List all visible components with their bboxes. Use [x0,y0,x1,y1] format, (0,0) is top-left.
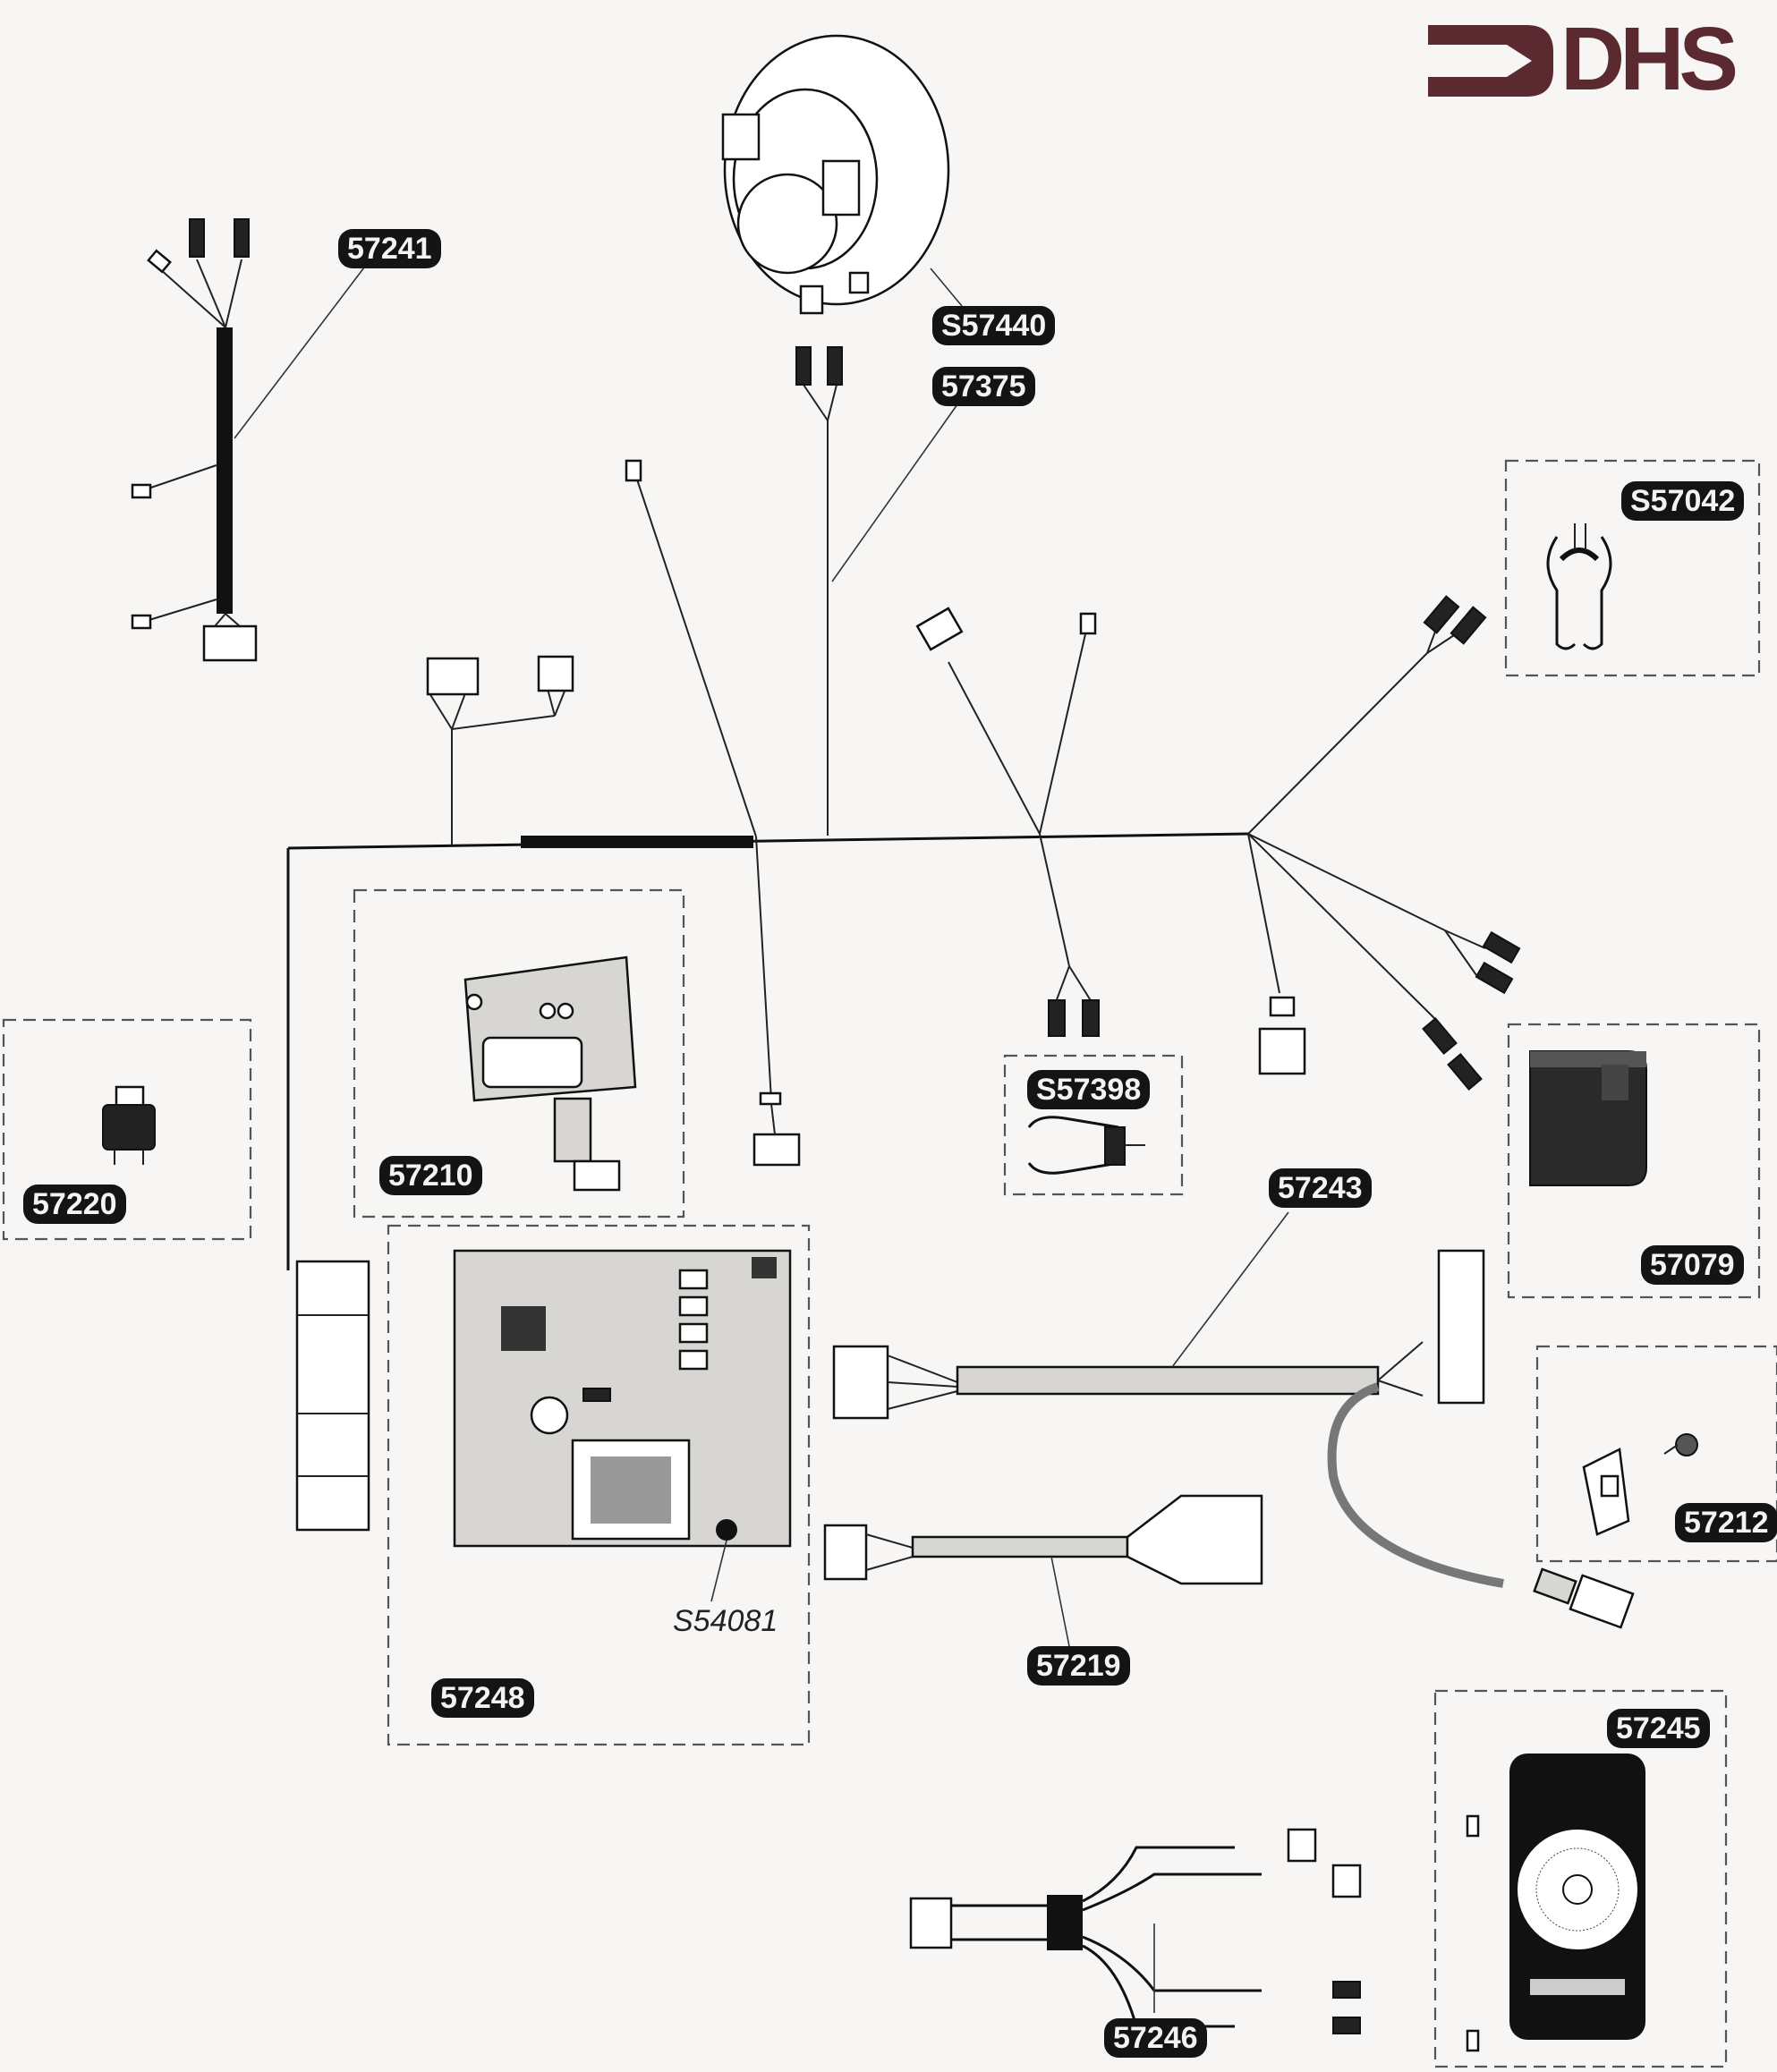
bracket-57212 [1582,1433,1698,1536]
part-label-57219: 57219 [1027,1646,1130,1686]
dhs-logo: DHS [1428,9,1759,109]
box-57220 [2,1018,252,1241]
harness-57241 [131,218,368,662]
box-57248 [387,1224,811,1746]
part-label-s54081: S54081 [673,1604,778,1638]
logo-text: DHS [1560,9,1739,109]
box-s57042 [1504,459,1761,677]
box-s57398 [1003,1054,1184,1196]
part-label-57375: 57375 [932,367,1035,406]
part-label-57220: 57220 [23,1185,126,1224]
harness-57243 [832,1211,1635,1629]
harness-57246 [909,1828,1362,2034]
part-label-57241: 57241 [338,229,441,268]
cover-57079 [1529,1050,1647,1186]
box-57212 [1535,1345,1777,1563]
part-label-57248: 57248 [431,1678,534,1718]
transformer-57245 [1466,1754,1645,2052]
connector-3pin-left [426,657,480,696]
part-label-57079: 57079 [1641,1245,1744,1285]
part-label-s57440: S57440 [932,306,1056,345]
connector-plug-mid [752,1133,801,1167]
box-57079 [1507,1023,1761,1299]
switch-57220 [102,1085,156,1165]
pressure-switch-s57440 [721,34,963,582]
part-label-57212: 57212 [1675,1503,1777,1542]
ribbon-57219 [823,1494,1263,1647]
display-board-57210 [463,955,637,1192]
harness-sleeve [521,836,753,848]
part-label-57243: 57243 [1269,1168,1372,1208]
box-57210 [353,888,685,1219]
arrow-logo-icon [1428,25,1553,97]
connector-2pin [537,655,574,692]
part-label-s57398: S57398 [1027,1070,1151,1109]
part-label-s57042: S57042 [1621,481,1745,521]
connector-plug-right [1258,1027,1306,1075]
terminal-block-stack [295,1260,370,1532]
part-label-57246: 57246 [1104,2018,1207,2058]
part-label-57245: 57245 [1607,1709,1710,1748]
clip-s57042 [1546,523,1612,650]
box-57245 [1433,1689,1728,2068]
pcb-57248 [453,1249,792,1602]
clip-s57398 [1027,1116,1145,1175]
main-harness [286,346,1521,1532]
part-label-57210: 57210 [379,1156,482,1195]
